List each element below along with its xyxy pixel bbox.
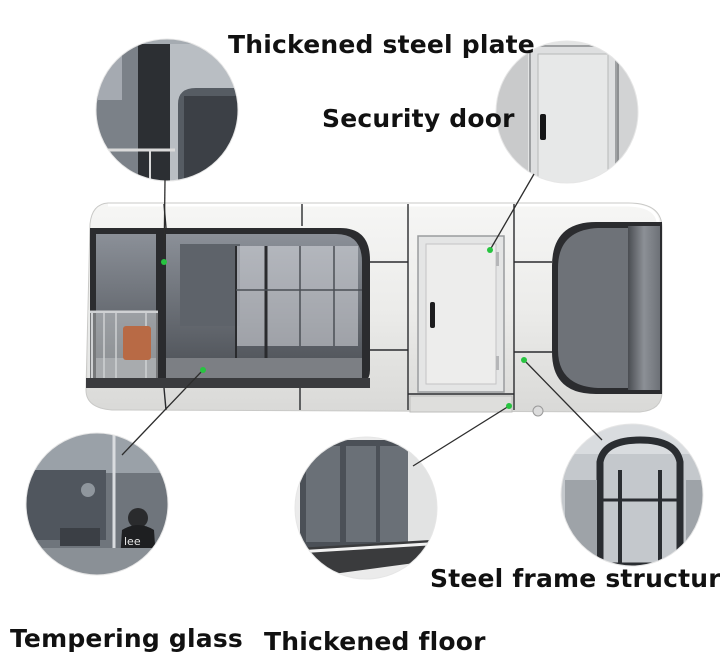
dot-security-door [487, 247, 493, 253]
leader-security-door [489, 173, 535, 251]
detail-photo-thickened-floor [294, 436, 438, 580]
label-security-door: Security door [322, 104, 515, 133]
leader-lines [121, 173, 603, 467]
shirt-text: lee [124, 535, 141, 548]
dot-steel-plate [161, 259, 167, 265]
pointer-dots [161, 247, 527, 409]
detail-photo-steel-frame [560, 423, 704, 567]
dot-thickened-floor [506, 403, 512, 409]
detail-photo-security-door [495, 40, 639, 184]
leader-steel-plate [163, 179, 166, 263]
label-tempering-glass: Tempering glass [10, 624, 243, 653]
leader-thickened-floor [412, 405, 510, 467]
label-thickened-steel-plate: Thickened steel plate [228, 30, 535, 59]
label-steel-frame-structure: Steel frame structure [430, 564, 720, 593]
detail-photo-tempering-glass: lee [25, 432, 169, 576]
detail-photo-steel-plate [95, 38, 239, 182]
leader-tempering-glass [121, 369, 204, 456]
capsule-house [85, 202, 663, 417]
house-door [417, 235, 505, 393]
dot-steel-frame [521, 357, 527, 363]
leader-steel-frame [523, 359, 603, 441]
balcony-railing [88, 310, 158, 380]
dot-tempering-glass [200, 367, 206, 373]
label-thickened-floor: Thickened floor [264, 627, 486, 656]
